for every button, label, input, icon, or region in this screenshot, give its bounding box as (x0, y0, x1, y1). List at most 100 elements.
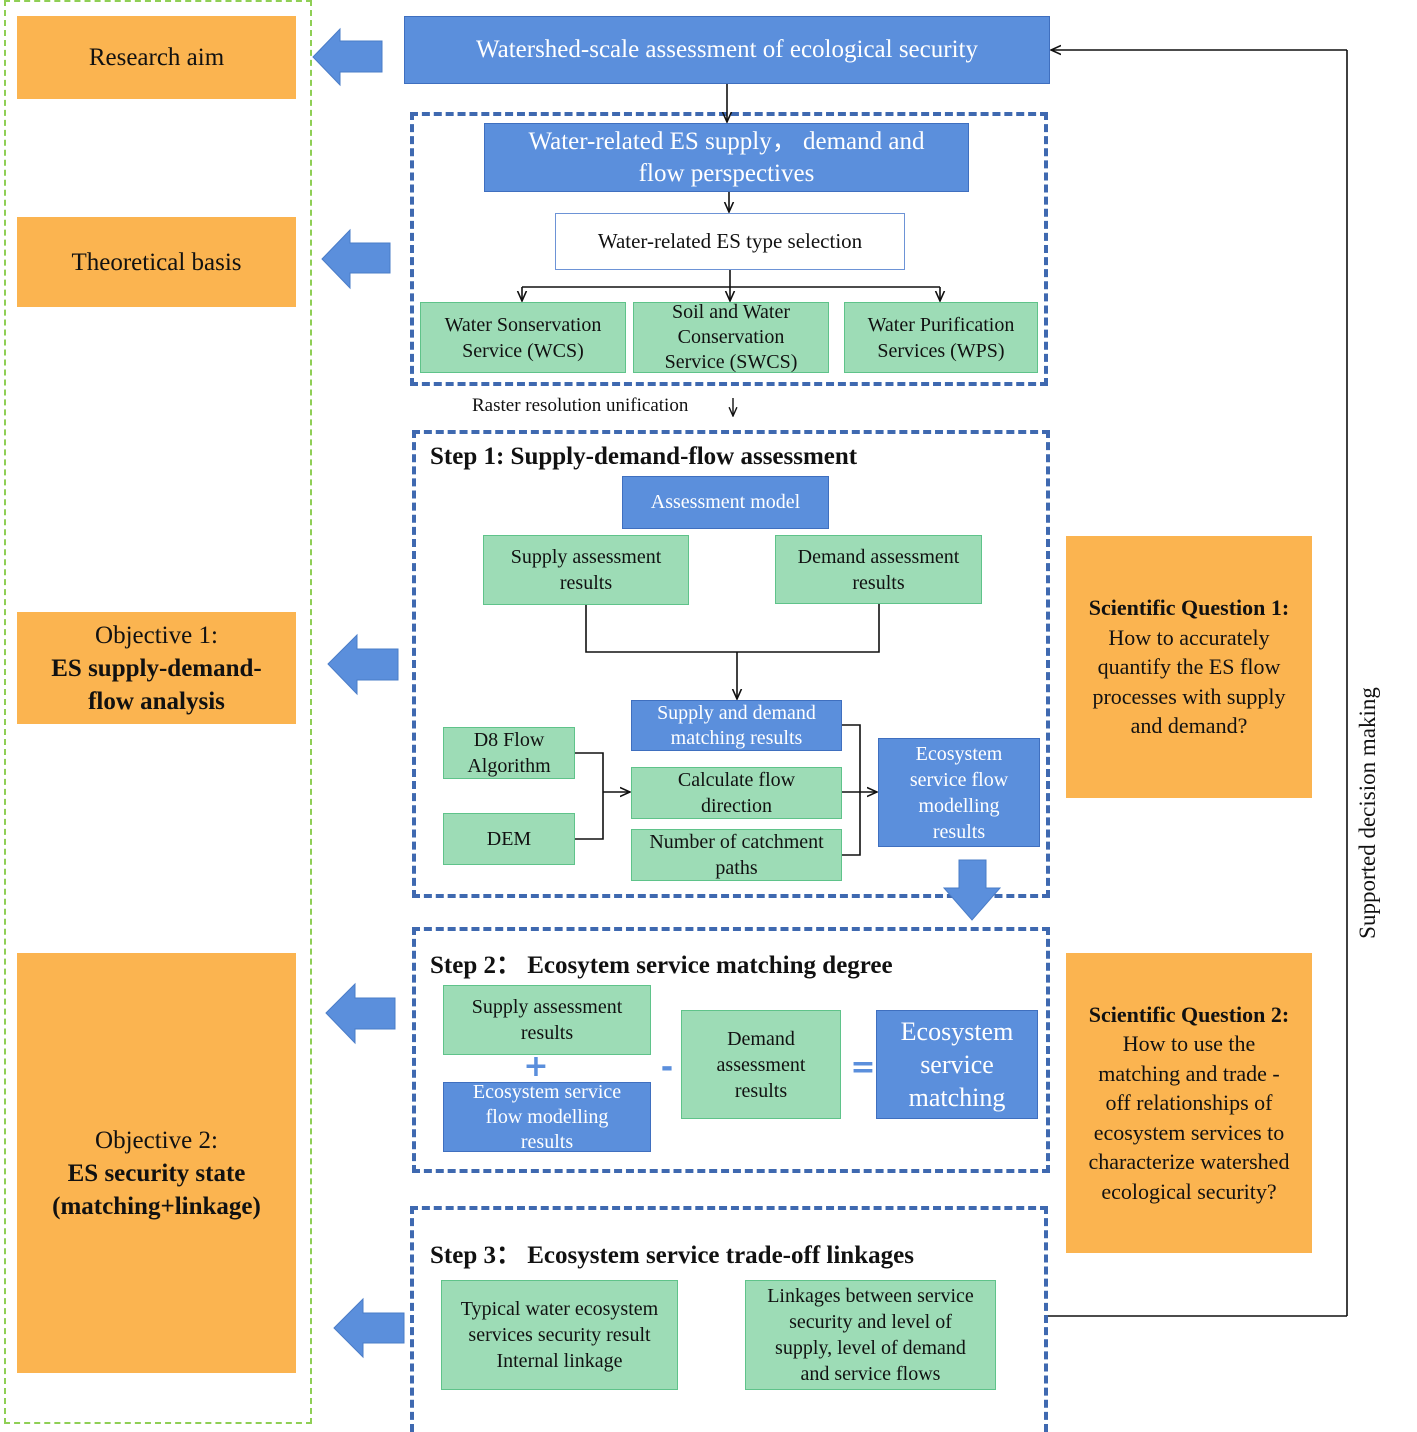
assessment-model-label: Assessment model (650, 491, 801, 513)
supply-results-box: Supply assessment results (483, 535, 689, 605)
es-matching-line1: Ecosystem (900, 1017, 1014, 1046)
flow-direction-box: Calculate flow direction (631, 767, 842, 819)
research-aim-box: Research aim (17, 16, 296, 99)
q2-title: Scientific Question 2: (1088, 1001, 1290, 1027)
q2-line3: off relationships of (1105, 1090, 1273, 1116)
step2-supply-line1: Supply assessment (471, 996, 623, 1018)
step1-frame (412, 430, 1050, 898)
q2-line6: ecological security? (1101, 1178, 1277, 1204)
es-flow-line1: Ecosystem (915, 742, 1003, 765)
dem-label: DEM (486, 828, 532, 850)
supply-results-line1: Supply assessment (510, 546, 662, 568)
objective1-box: Objective 1: ES supply-demand- flow anal… (17, 612, 296, 724)
q2-line5: characterize watershed (1088, 1149, 1290, 1175)
supported-decision-label: Supported decision making (1355, 687, 1380, 939)
demand-results-line1: Demand assessment (797, 545, 960, 568)
left-arrow-objective2-step3 (333, 1297, 405, 1359)
linkages-line1: Linkages between service (767, 1285, 974, 1307)
minus-sign: - (660, 1049, 674, 1085)
q1-title: Scientific Question 1: (1088, 595, 1290, 621)
q2-line2: matching and trade - (1098, 1060, 1280, 1086)
step2-title: Step 2： Ecosytem service matching degree (430, 952, 893, 979)
demand-results-line2: results (852, 571, 905, 594)
q1-line1: How to accurately (1108, 624, 1270, 650)
q1-line2: quantify the ES flow (1097, 654, 1281, 680)
perspectives-box: Water-related ES supply， demand and flow… (484, 123, 969, 192)
catchment-paths-line2: paths (715, 857, 758, 879)
d8-box: D8 Flow Algorithm (443, 727, 575, 779)
flow-direction-line2: direction (700, 795, 773, 817)
q2-line1: How to use the (1122, 1031, 1256, 1057)
equals-sign: = (850, 1049, 876, 1085)
swcs-line2: Conservation (677, 326, 785, 348)
step2-frame (412, 927, 1050, 1173)
es-flow-line2: service flow (909, 768, 1009, 791)
step2-supply-line2: results (520, 1022, 574, 1044)
step3-title: Step 3： Ecosystem service trade-off link… (430, 1242, 914, 1269)
wcs-box: Water Sonservation Service (WCS) (420, 302, 626, 373)
objective2-line3: (matching+linkage) (52, 1192, 261, 1220)
matching-results-line2: matching results (670, 726, 803, 749)
catchment-paths-line1: Number of catchment (649, 831, 824, 853)
linkages-line4: and service flows (800, 1363, 941, 1385)
left-column-frame (4, 0, 312, 1424)
wps-line1: Water Purification (867, 313, 1015, 336)
wcs-line1: Water Sonservation (444, 313, 602, 336)
scientific-question-1-box: Scientific Question 1: How to accurately… (1066, 536, 1312, 798)
swcs-box: Soil and Water Conservation Service (SWC… (633, 301, 829, 373)
step3-frame (410, 1206, 1048, 1432)
es-matching-line3: matching (908, 1083, 1006, 1112)
es-flow-results-box: Ecosystem service flow modelling results (878, 738, 1040, 847)
left-arrow-theoretical (321, 228, 391, 290)
linkages-line2: security and level of (789, 1311, 952, 1333)
d8-line2: Algorithm (467, 755, 551, 777)
step2-flow-line3: results (520, 1130, 574, 1153)
perspectives-line1: Water-related ES supply， demand and (528, 127, 925, 155)
objective1-line1: Objective 1: (95, 621, 218, 649)
es-flow-line3: modelling (918, 794, 1000, 817)
left-arrow-research-aim (312, 27, 383, 87)
step2-flow-line1: Ecosystem service (472, 1080, 622, 1103)
typical-security-line1: Typical water ecosystem (460, 1298, 659, 1320)
left-arrow-objective1 (327, 633, 399, 696)
step2-demand-line3: results (734, 1079, 788, 1102)
swcs-line1: Soil and Water (672, 301, 790, 323)
type-selection-box: Water-related ES type selection (555, 213, 905, 270)
step1-title: Step 1: Supply-demand-flow assessment (430, 443, 858, 470)
perspectives-line2: flow perspectives (638, 159, 815, 187)
objective2-line1: Objective 2: (95, 1126, 218, 1154)
raster-note: Raster resolution unification (472, 395, 689, 416)
supply-results-line2: results (559, 572, 613, 594)
research-aim-label: Research aim (88, 44, 225, 71)
step2-supply-box: Supply assessment results (443, 985, 651, 1055)
flow-direction-line1: Calculate flow (677, 769, 796, 791)
step2-demand-box: Demand assessment results (681, 1010, 841, 1119)
wps-line2: Services (WPS) (877, 339, 1005, 362)
objective1-line3: flow analysis (88, 687, 225, 715)
es-matching-line2: service (920, 1050, 994, 1079)
typical-security-line2: services security result (468, 1324, 651, 1346)
type-selection-label: Water-related ES type selection (597, 229, 863, 253)
wcs-line2: Service (WCS) (462, 339, 584, 362)
matching-results-box: Supply and demand matching results (631, 700, 842, 751)
es-matching-box: Ecosystem service matching (876, 1010, 1038, 1119)
left-arrow-objective2-step2 (325, 982, 396, 1045)
plus-sign: + (523, 1048, 549, 1084)
theoretical-basis-label: Theoretical basis (71, 248, 242, 276)
objective2-box: Objective 2: ES security state (matching… (17, 953, 296, 1373)
dem-box: DEM (443, 813, 575, 865)
es-flow-line4: results (932, 820, 986, 843)
objective2-line2: ES security state (67, 1159, 246, 1187)
demand-results-box: Demand assessment results (775, 535, 982, 604)
step2-demand-line1: Demand (727, 1027, 795, 1050)
matching-results-line1: Supply and demand (657, 701, 816, 724)
linkages-box: Linkages between service security and le… (745, 1280, 996, 1390)
swcs-line3: Service (SWCS) (664, 351, 798, 373)
q1-line3: processes with supply (1092, 683, 1286, 709)
watershed-title: Watershed-scale assessment of ecological… (476, 36, 978, 63)
typical-security-line3: Internal linkage (496, 1350, 623, 1372)
scientific-question-2-box: Scientific Question 2: How to use the ma… (1066, 953, 1312, 1253)
catchment-paths-box: Number of catchment paths (631, 829, 842, 881)
q1-line4: and demand? (1130, 713, 1248, 739)
linkages-line3: supply, level of demand (775, 1337, 966, 1359)
